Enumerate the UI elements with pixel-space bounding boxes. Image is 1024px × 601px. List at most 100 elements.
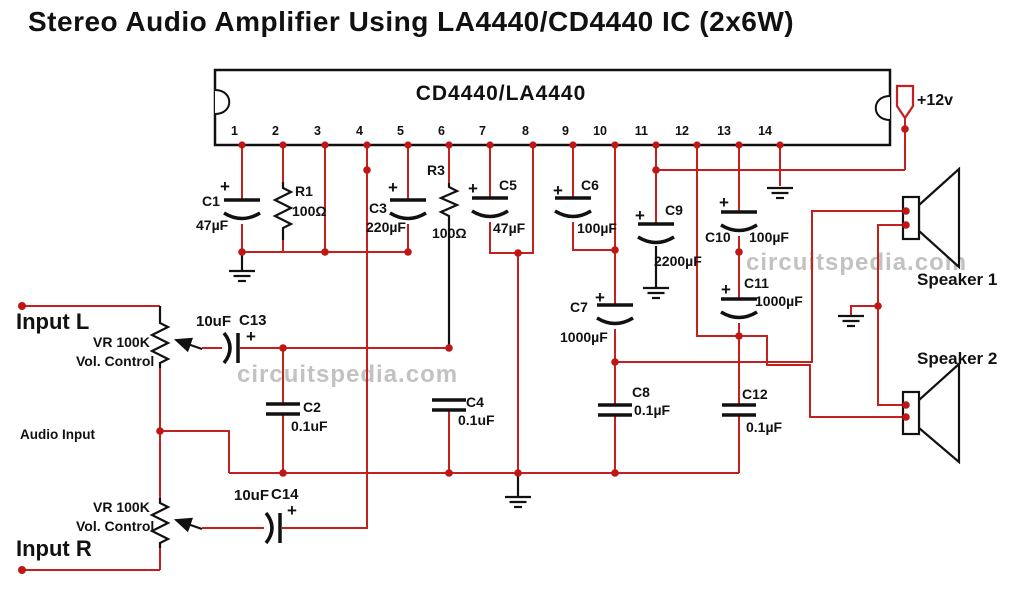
c11-plus-sign: + — [721, 280, 731, 299]
ground-symbol — [838, 314, 864, 328]
c12-label: C12 — [742, 386, 768, 402]
ic-pin-14: 14 — [758, 124, 772, 138]
c11-capacitor — [720, 297, 758, 320]
c12-value: 0.1µF — [746, 419, 783, 435]
pot-left-caption: Vol. Control — [76, 353, 155, 369]
c14-value: 10uF — [234, 487, 270, 504]
c3-plus-sign: + — [388, 178, 398, 197]
c9-value: 2200µF — [654, 253, 702, 269]
ic-pin-5: 5 — [397, 124, 404, 138]
r1-label: R1 — [295, 183, 313, 199]
r3-value: 100Ω — [432, 225, 467, 241]
junction-dots — [18, 125, 910, 574]
volume-pot-right — [149, 498, 203, 548]
ground-symbol — [767, 186, 793, 200]
c5-value: 47µF — [493, 220, 526, 236]
ic-pin-3: 3 — [314, 124, 321, 138]
c14-plus-sign: + — [287, 501, 297, 520]
c5-capacitor — [471, 196, 509, 219]
c6-plus-sign: + — [553, 181, 563, 200]
c8-value: 0.1µF — [634, 402, 671, 418]
speaker-2-label: Speaker 2 — [917, 349, 998, 368]
speaker-2-symbol — [901, 361, 961, 465]
pot-right-value: VR 100K — [93, 499, 150, 515]
c11-label: C11 — [744, 275, 769, 291]
c13-capacitor — [222, 331, 240, 365]
ground-symbol — [229, 269, 255, 283]
input-left-label: Input L — [16, 309, 90, 334]
c13-plus-sign: + — [246, 327, 256, 346]
ground-symbol — [505, 495, 531, 509]
input-right-label: Input R — [16, 536, 92, 561]
c8-label: C8 — [632, 384, 650, 400]
r3-resistor — [438, 183, 460, 225]
c5-label: C5 — [499, 177, 517, 193]
r1-value: 100Ω — [292, 203, 327, 219]
ic-pin-10: 10 — [593, 124, 607, 138]
speaker-1-label: Speaker 1 — [917, 270, 998, 289]
ic-pin-8: 8 — [522, 124, 529, 138]
ic-pin-6: 6 — [438, 124, 445, 138]
ic-pin-13: 13 — [717, 124, 731, 138]
r3-label: R3 — [427, 162, 445, 178]
ic-label: CD4440/LA4440 — [415, 82, 587, 105]
ic-pin-1: 1 — [231, 124, 238, 138]
power-connector — [895, 84, 915, 120]
ic-pin-12: 12 — [675, 124, 689, 138]
c9-plus-sign: + — [635, 206, 645, 225]
c1-plus-sign: + — [220, 177, 230, 196]
ic-body — [213, 68, 892, 147]
component-leads — [158, 225, 658, 497]
ic-pin-9: 9 — [562, 124, 569, 138]
c1-value: 47µF — [196, 217, 229, 233]
c7-value: 1000µF — [560, 329, 608, 345]
ic-pin-4: 4 — [356, 124, 363, 138]
c9-label: C9 — [665, 202, 683, 218]
c4-label: C4 — [466, 394, 484, 410]
c10-capacitor — [720, 210, 758, 233]
c10-value: 100µF — [749, 229, 789, 245]
audio-input-label: Audio Input — [20, 427, 95, 442]
c14-capacitor — [264, 511, 282, 545]
c4-capacitor — [432, 398, 466, 412]
c4-value: 0.1uF — [458, 412, 495, 428]
c13-label: C13 — [239, 312, 267, 329]
ic-pin-7: 7 — [479, 124, 486, 138]
c1-capacitor — [223, 198, 261, 221]
c6-capacitor — [554, 196, 592, 219]
c7-plus-sign: + — [595, 288, 605, 307]
c3-label: C3 — [369, 200, 387, 216]
pot-right-caption: Vol. Control — [76, 518, 155, 534]
wires-layer — [22, 118, 906, 571]
ground-symbol — [643, 286, 669, 300]
c2-capacitor — [266, 402, 300, 416]
c2-value: 0.1uF — [291, 418, 328, 434]
c3-value: 220µF — [366, 219, 406, 235]
volume-pot-left — [149, 318, 203, 368]
page-title: Stereo Audio Amplifier Using LA4440/CD44… — [28, 6, 795, 37]
c6-label: C6 — [581, 177, 599, 193]
pot-left-value: VR 100K — [93, 334, 150, 350]
watermark-text: circuitspedia.com — [237, 361, 459, 388]
c9-capacitor — [637, 222, 675, 245]
c5-plus-sign: + — [468, 179, 478, 198]
c10-plus-sign: + — [719, 193, 729, 212]
power-label: +12v — [917, 92, 954, 109]
r1-resistor — [272, 182, 294, 240]
c11-value: 1000µF — [755, 293, 803, 309]
c6-value: 100µF — [577, 220, 617, 236]
ic-pin-2: 2 — [272, 124, 279, 138]
c2-label: C2 — [303, 399, 321, 415]
c7-label: C7 — [570, 299, 588, 315]
c10-label: C10 — [705, 229, 731, 245]
c8-capacitor — [598, 403, 632, 417]
speaker-1-symbol — [901, 166, 961, 270]
watermark-text: circuitspedia.com — [746, 249, 968, 276]
c7-capacitor — [596, 303, 634, 326]
ic-pin-11: 11 — [634, 124, 648, 138]
c3-capacitor — [389, 198, 427, 221]
c1-label: C1 — [202, 193, 220, 209]
c13-value: 10uF — [196, 313, 232, 330]
